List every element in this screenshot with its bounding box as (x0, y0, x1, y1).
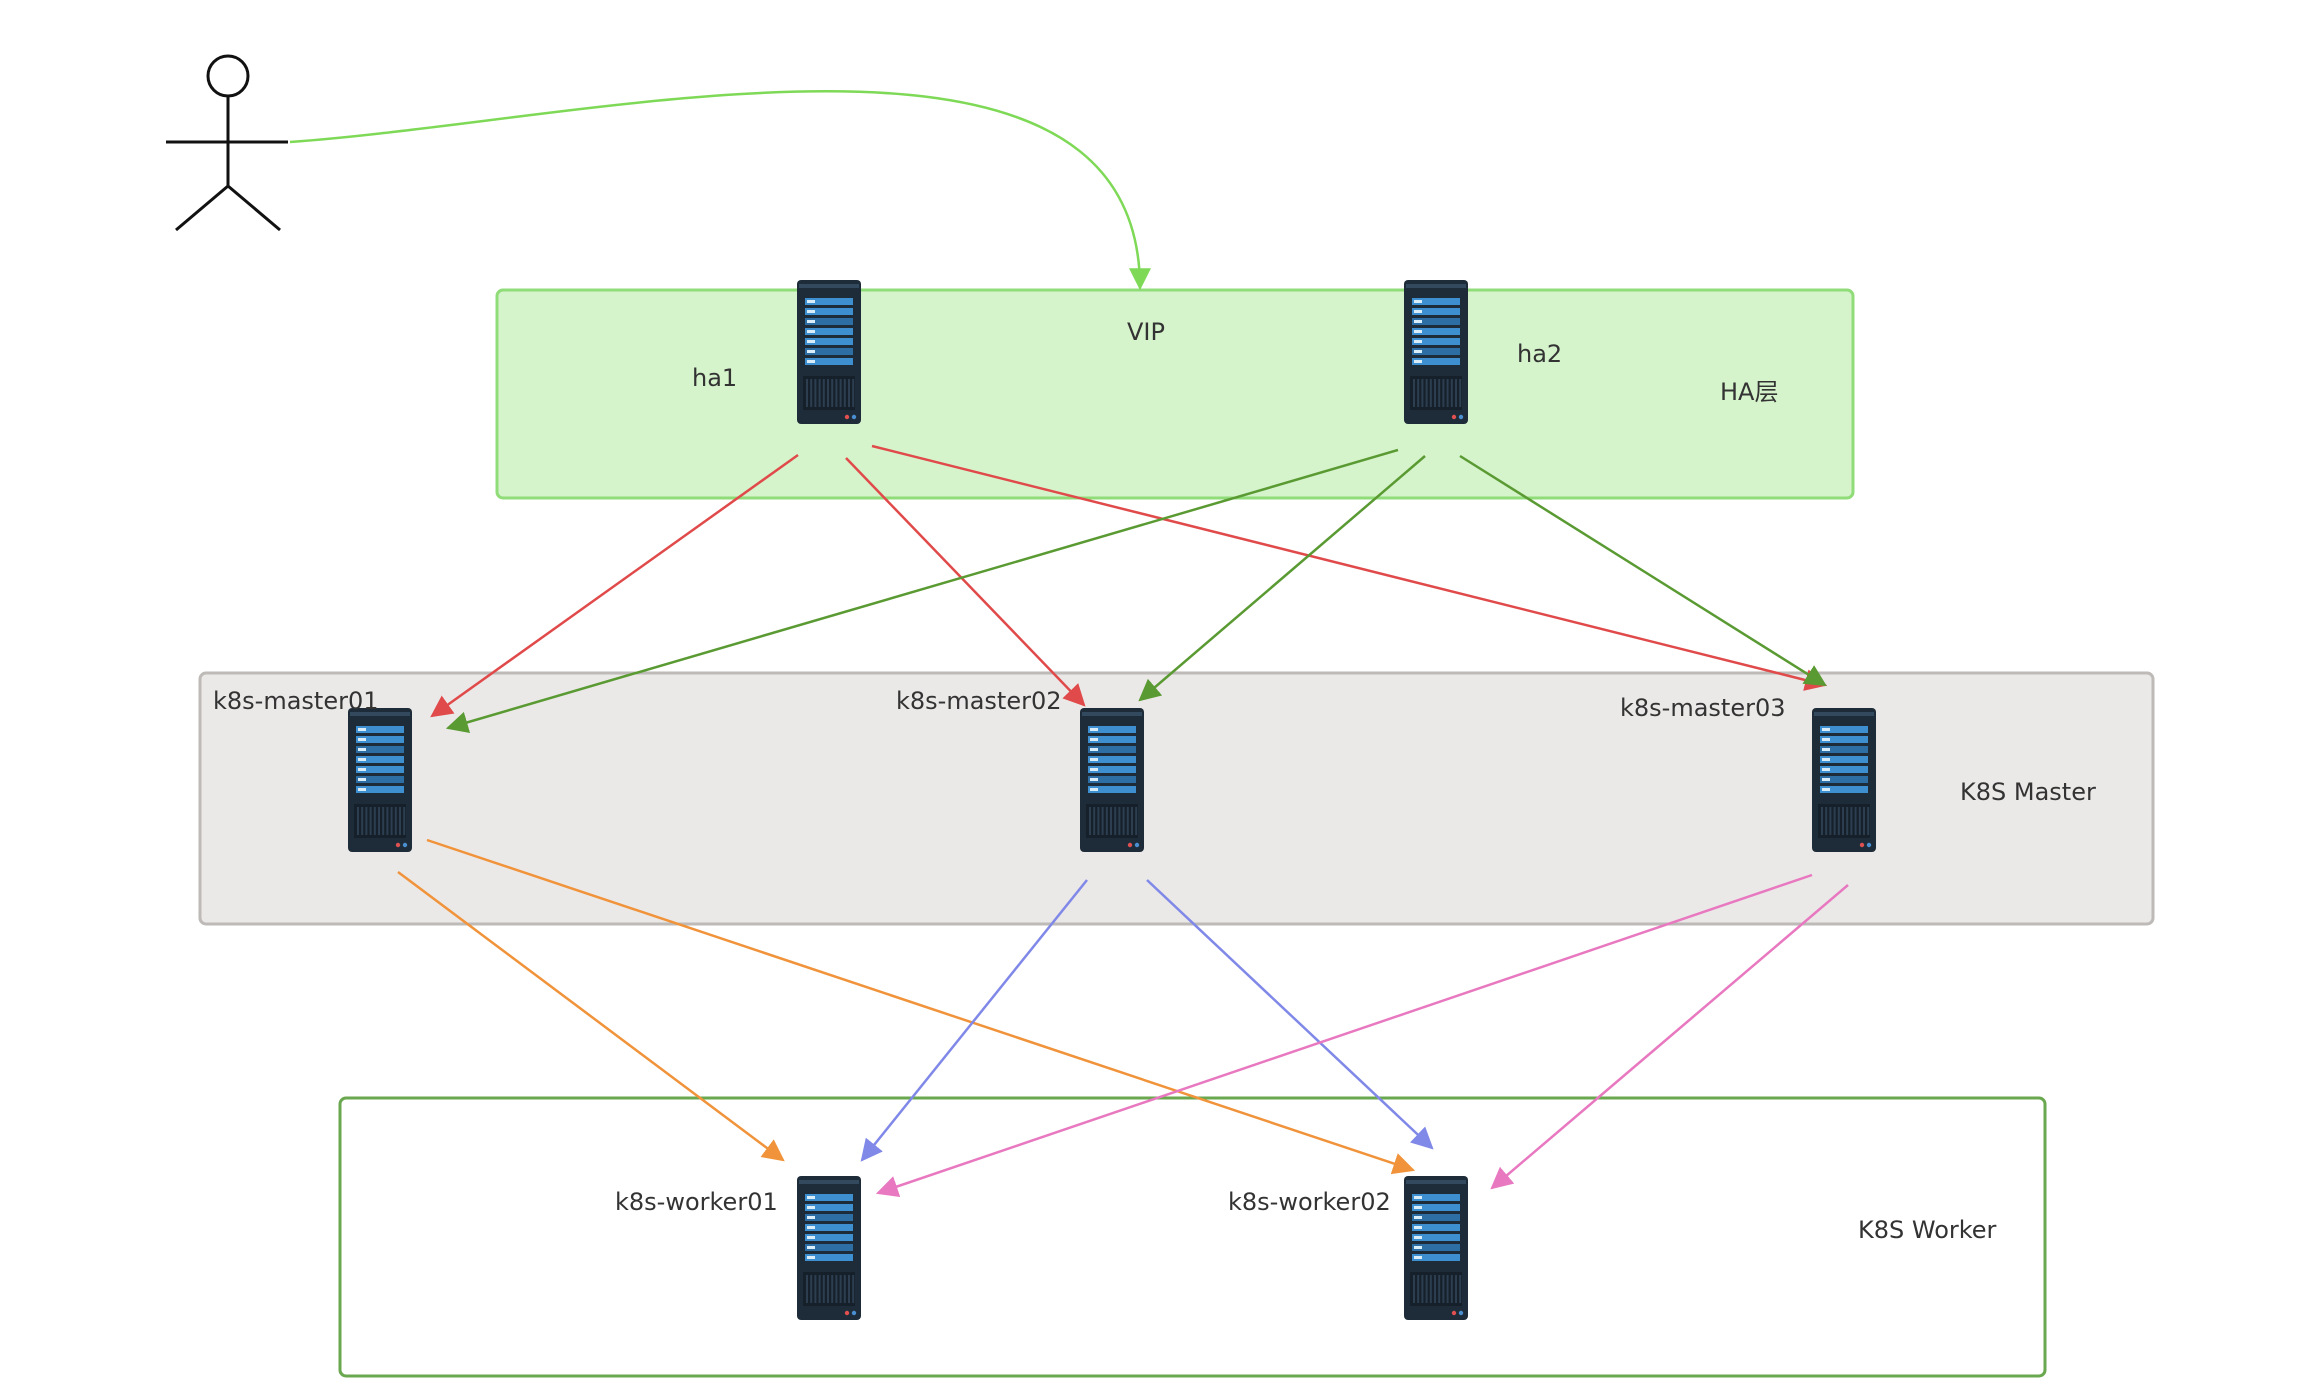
master02-to-worker01-edge (860, 879, 1088, 1162)
worker-layer-box (338, 1096, 2047, 1378)
master-layer-label: K8S Master (1960, 778, 2096, 806)
master03-label: k8s-master03 (1620, 694, 1786, 722)
ha-layer-label: HA层 (1720, 378, 1778, 406)
master02-to-worker02-edge (1146, 879, 1434, 1150)
master01-to-worker01-edge (397, 870, 785, 1162)
master01-server-icon (348, 708, 412, 852)
user-to-vip-edge (289, 90, 1151, 291)
ha2-to-master01-edge (445, 448, 1399, 733)
ha1-to-master01-edge (430, 453, 799, 718)
master-layer-box (198, 671, 2155, 926)
master01-to-worker02-edge (426, 838, 1416, 1175)
connections (289, 90, 1849, 1198)
master02-server-icon (1080, 708, 1144, 852)
master03-to-worker02-edge (1490, 884, 1849, 1190)
ha-layer-box (495, 288, 1855, 500)
ha2-label: ha2 (1517, 340, 1562, 368)
master03-server-icon (1812, 708, 1876, 852)
ha1-server-icon (797, 280, 861, 424)
user-icon (166, 54, 288, 232)
ha1-label: ha1 (692, 364, 737, 392)
worker02-server-icon (1404, 1176, 1468, 1320)
ha2-to-master03-edge (1459, 454, 1827, 687)
ha1-to-master02-edge (845, 457, 1086, 707)
worker02-label: k8s-worker02 (1228, 1188, 1391, 1216)
ha2-server-icon (1404, 280, 1468, 424)
master01-label: k8s-master01 (213, 687, 379, 715)
ha1-to-master03-edge (871, 444, 1828, 691)
master02-label: k8s-master02 (896, 687, 1062, 715)
worker01-server-icon (797, 1176, 861, 1320)
vip-label: VIP (1127, 318, 1165, 346)
ha2-to-master02-edge (1138, 455, 1426, 702)
master03-to-worker01-edge (875, 873, 1813, 1198)
servers (348, 280, 1876, 1320)
worker01-label: k8s-worker01 (615, 1188, 778, 1216)
worker-layer-label: K8S Worker (1858, 1216, 1997, 1244)
